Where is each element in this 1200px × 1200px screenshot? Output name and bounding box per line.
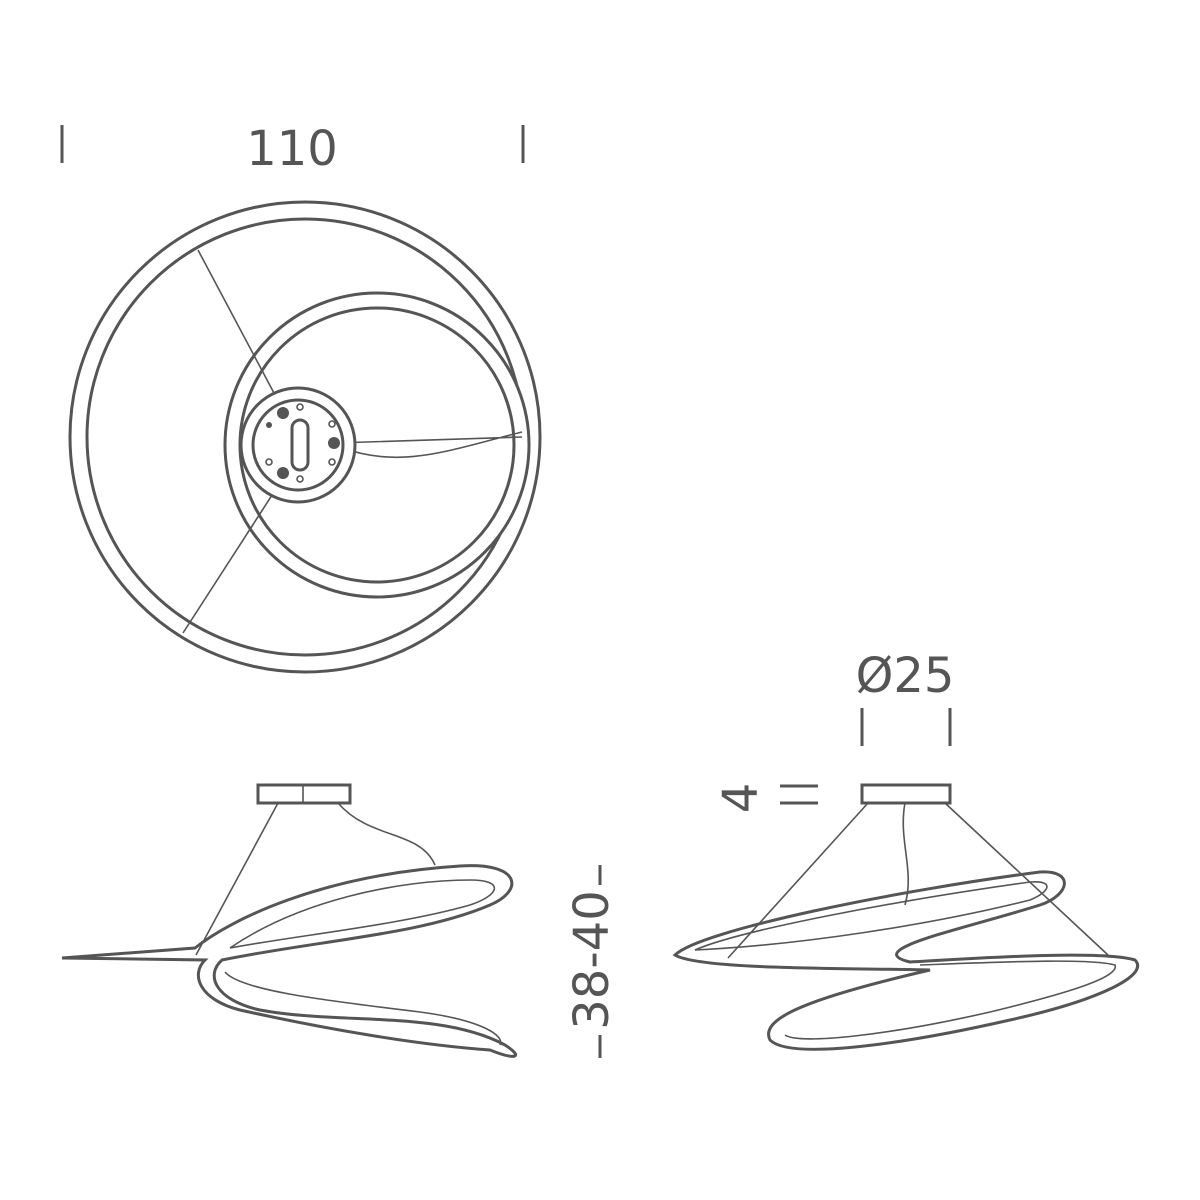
canopy-outer [239, 386, 357, 504]
power-cable [337, 802, 436, 866]
inner-ring-outer-edge [223, 291, 531, 599]
screw-hole [265, 458, 273, 466]
screw-hole [296, 403, 304, 411]
front-view: Ø25 4 [672, 648, 1140, 1051]
screw-hole [328, 420, 336, 428]
power-cable [902, 802, 909, 906]
cable-anchor [277, 407, 289, 419]
suspension-cable [944, 802, 1109, 956]
suspension-cable [182, 474, 286, 634]
canopy-height-label: 4 [713, 783, 769, 814]
ring-front-inner [694, 881, 1116, 1040]
canopy-plate [251, 398, 345, 492]
screw-hole [266, 422, 272, 428]
canopy-front [860, 783, 952, 805]
screw-hole [296, 475, 304, 483]
ring-side-inner [224, 879, 502, 1046]
top-view: 110 [60, 121, 542, 674]
canopy-diameter-label: Ø25 [856, 648, 955, 704]
height-dimension-label: 38-40 [564, 890, 620, 1029]
suspension-cable [195, 802, 279, 956]
suspension-cable [197, 249, 284, 411]
side-view: 38-40 [61, 783, 620, 1058]
outer-ring-outer-edge [68, 200, 542, 674]
ring-front-outer [672, 870, 1140, 1051]
screw-hole [328, 458, 336, 466]
ring-side-outer [61, 864, 518, 1058]
canopy-slot [290, 418, 310, 472]
cable-anchor [277, 467, 289, 479]
cable-anchor [328, 437, 340, 449]
width-dimension-label: 110 [246, 121, 338, 177]
power-cable [334, 431, 523, 459]
canopy-side [256, 783, 352, 805]
